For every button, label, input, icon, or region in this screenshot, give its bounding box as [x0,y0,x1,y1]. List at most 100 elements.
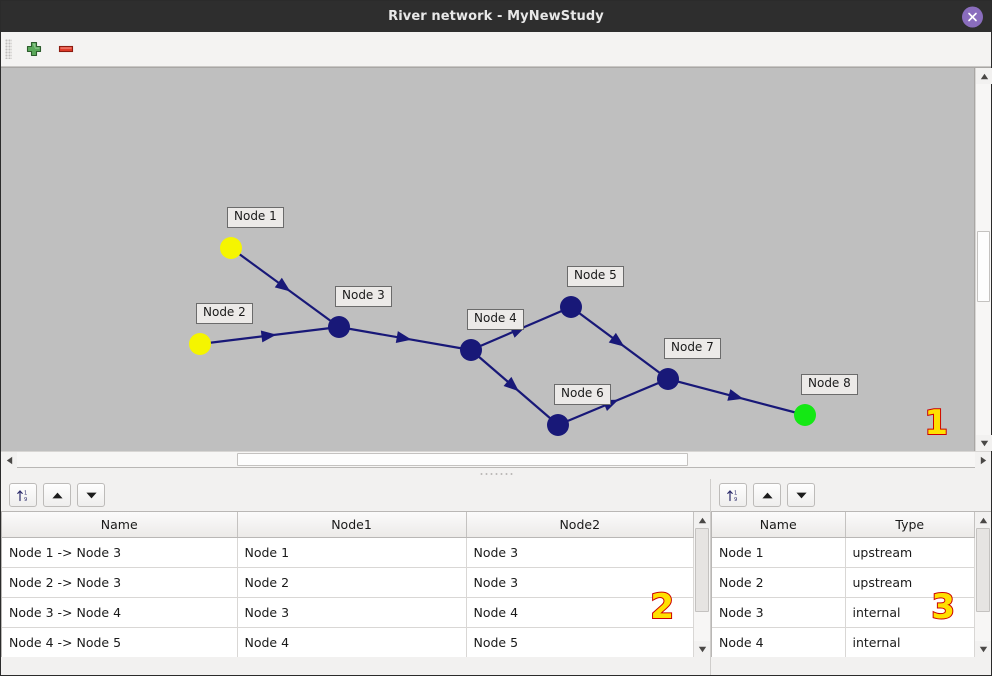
network-diagram-pane: Node 1 Node 2 Node 3 Node 4 Node 5 Node 6 Node… [1,67,992,468]
reaches-vertical-scrollbar[interactable] [694,511,710,657]
window-title: River network - MyNewStudy [388,9,604,24]
graph-node-node7[interactable] [657,368,679,390]
table-cell[interactable]: Node 5 [466,627,694,657]
table-cell[interactable]: upstream [845,567,975,598]
graph-node-node2[interactable] [189,333,211,355]
scroll-down-icon[interactable] [975,641,991,657]
column-header[interactable]: Node2 [466,512,694,538]
scroll-up-icon[interactable] [976,68,992,84]
table-cell[interactable]: Node 1 [712,537,846,568]
sort-icon[interactable]: 1 9 [719,483,747,507]
column-header[interactable]: Name [2,512,238,538]
canvas-hscroll-thumb[interactable] [237,453,688,466]
table-cell[interactable]: Node 3 -> Node 4 [2,597,238,628]
table-cell[interactable]: Node 4 [712,627,846,657]
table-cell[interactable]: Node 4 [237,627,467,657]
arrow-up-icon[interactable] [753,483,781,507]
arrow-down-icon[interactable] [787,483,815,507]
pane-splitter[interactable] [1,467,991,479]
splitter-grip-icon [479,472,513,475]
table-cell[interactable]: Node 4 [466,597,694,628]
table-cell[interactable]: upstream [845,537,975,568]
arrow-down-icon[interactable] [77,483,105,507]
table-cell[interactable]: Node 4 -> Node 5 [2,627,238,657]
graph-node-label-node6[interactable]: Node 6 [554,384,611,405]
scroll-up-icon[interactable] [694,512,710,528]
table-cell[interactable]: Node 2 [237,567,467,598]
graph-node-label-node3[interactable]: Node 3 [335,286,392,307]
graph-node-label-node7[interactable]: Node 7 [664,338,721,359]
graph-node-node8[interactable] [794,404,816,426]
canvas-horizontal-scrollbar[interactable] [1,451,991,468]
scroll-left-icon[interactable] [1,452,17,468]
graph-node-node3[interactable] [328,316,350,338]
graph-node-label-node2[interactable]: Node 2 [196,303,253,324]
main-toolbar [1,32,991,67]
graph-node-label-node1[interactable]: Node 1 [227,207,284,228]
svg-text:9: 9 [24,497,27,503]
reaches-vscroll-thumb[interactable] [695,528,709,612]
scroll-down-icon[interactable] [694,641,710,657]
nodes-vscroll-track[interactable] [975,528,991,641]
network-canvas[interactable]: Node 1 Node 2 Node 3 Node 4 Node 5 Node 6 Node… [1,68,975,451]
column-header[interactable]: Type [845,512,975,538]
graph-node-node1[interactable] [220,237,242,259]
reaches-vscroll-track[interactable] [694,528,710,641]
table-cell[interactable]: Node 2 -> Node 3 [2,567,238,598]
reaches-panel-footer [1,657,710,675]
canvas-vscroll-thumb[interactable] [977,231,990,302]
graph-node-label-node5[interactable]: Node 5 [567,266,624,287]
sort-icon[interactable]: 1 9 [9,483,37,507]
column-header[interactable]: Node1 [237,512,467,538]
arrow-up-icon[interactable] [43,483,71,507]
graph-node-node6[interactable] [547,414,569,436]
graph-node-node5[interactable] [560,296,582,318]
table-cell[interactable]: Node 3 [712,597,846,628]
table-cell[interactable]: Node 1 [237,537,467,568]
edge-arrowhead [727,389,744,401]
close-icon[interactable] [962,6,983,27]
nodes-panel-footer [711,657,991,675]
graph-node-label-node8[interactable]: Node 8 [801,374,858,395]
graph-node-node4[interactable] [460,339,482,361]
svg-text:9: 9 [734,497,737,503]
table-cell[interactable]: internal [845,597,975,628]
canvas-vertical-scrollbar[interactable] [975,68,992,451]
table-cell[interactable]: Node 3 [466,567,694,598]
table-cell[interactable]: Node 1 -> Node 3 [2,537,238,568]
scroll-up-icon[interactable] [975,512,991,528]
edge-arrowhead [503,376,519,392]
scroll-down-icon[interactable] [976,435,992,451]
graph-node-label-node4[interactable]: Node 4 [467,309,524,330]
table-cell[interactable]: internal [845,627,975,657]
canvas-vscroll-track[interactable] [976,84,991,435]
canvas-hscroll-track[interactable] [17,452,975,467]
table-cell[interactable]: Node 3 [466,537,694,568]
nodes-vertical-scrollbar[interactable] [975,511,991,657]
toolbar-grip[interactable] [5,39,12,59]
scroll-right-icon[interactable] [975,452,991,468]
nodes-vscroll-thumb[interactable] [976,528,990,612]
table-cell[interactable]: Node 2 [712,567,846,598]
column-header[interactable]: Name [712,512,846,538]
remove-minus-icon[interactable] [53,36,79,62]
add-plus-icon[interactable] [21,36,47,62]
table-cell[interactable]: Node 3 [237,597,467,628]
